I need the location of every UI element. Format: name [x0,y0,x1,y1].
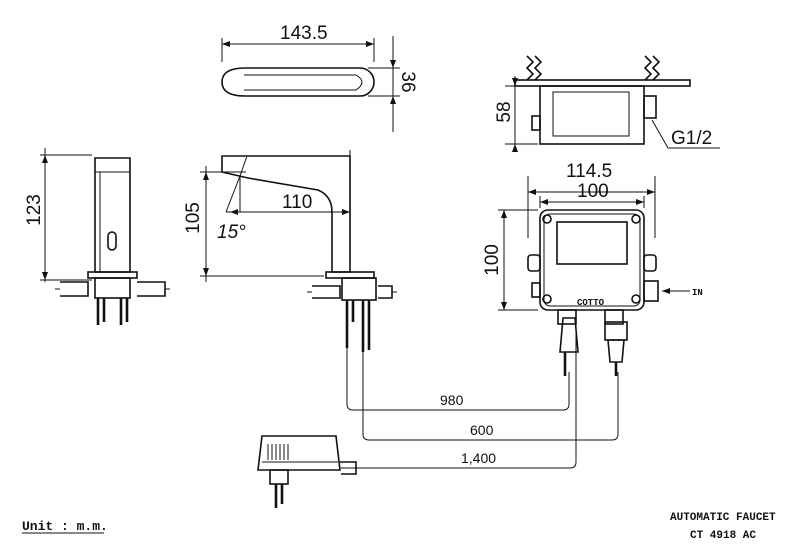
dim-cable-sensor: 980 [440,392,464,408]
front-view-faucet [40,148,170,325]
dim-spout-clearance: 105 [183,202,204,234]
dim-spout-reach: 110 [282,192,312,213]
dim-box-inner-width: 100 [577,181,609,202]
cable-routing [341,317,628,469]
power-adapter-icon [257,435,357,508]
title-line-1: AUTOMATIC FAUCET [670,512,776,524]
dim-spout-height: 36 [397,71,418,92]
unit-label: Unit : m.m. [22,519,108,534]
dim-box-depth: 58 [494,101,515,122]
control-box-side-view [505,55,720,152]
dim-faucet-height: 123 [24,194,45,226]
title-line-2: CT 4918 AC [690,530,756,542]
top-view-spout [221,36,400,132]
dim-cable-adapter: 1,400 [461,450,496,466]
side-view-faucet [200,150,397,352]
brand-logo: COTTO [577,298,605,308]
dim-hose-inlet: 600 [470,422,494,438]
dim-spout-length: 143.5 [280,23,328,44]
control-box-front-view [498,176,690,325]
label-inlet: IN [692,288,703,298]
dim-box-height: 100 [482,244,503,276]
dim-spout-angle: 15° [217,222,246,243]
label-inlet-thread: G1/2 [671,128,712,149]
dim-box-outer-width: 114.5 [566,161,612,182]
